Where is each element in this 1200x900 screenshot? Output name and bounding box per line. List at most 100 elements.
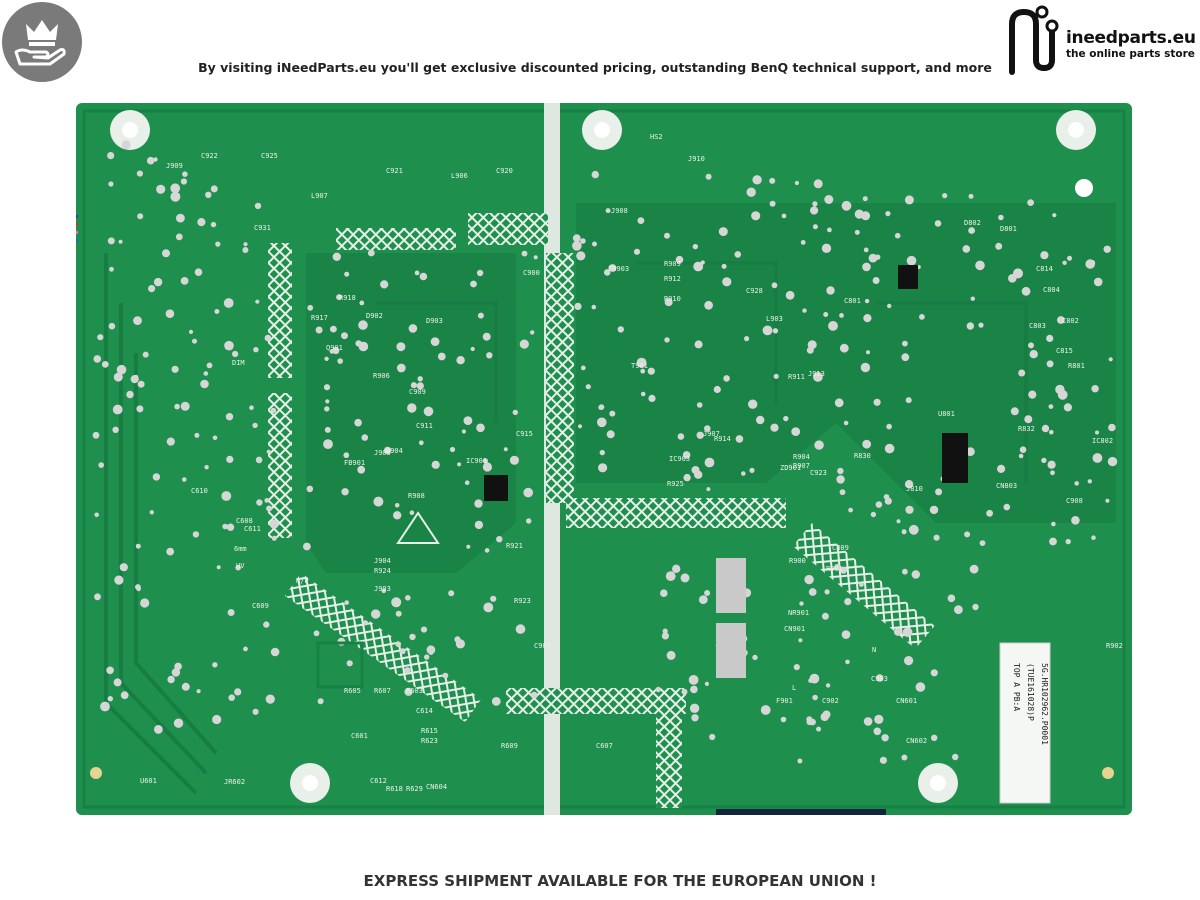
svg-text:R908: R908 (408, 492, 425, 500)
svg-text:C925: C925 (261, 152, 278, 160)
svg-text:5G.HR102962.P0001: 5G.HR102962.P0001 (1040, 663, 1049, 745)
svg-text:C931: C931 (254, 224, 271, 232)
shipping-text: EXPRESS SHIPMENT AVAILABLE FOR THE EUROP… (363, 872, 877, 890)
svg-text:C607: C607 (596, 742, 613, 750)
svg-text:R906: R906 (373, 372, 390, 380)
svg-text:R615: R615 (421, 727, 438, 735)
svg-text:D904: D904 (386, 447, 403, 455)
svg-text:U601: U601 (140, 777, 157, 785)
svg-text:C928: C928 (746, 287, 763, 295)
svg-text:N: N (872, 646, 876, 654)
svg-text:C900: C900 (523, 269, 540, 277)
ineedparts-logo-icon (1009, 5, 1059, 75)
svg-text:R605: R605 (344, 687, 361, 695)
svg-text:J907: J907 (703, 430, 720, 438)
svg-text:R603: R603 (406, 687, 423, 695)
svg-text:TOP A PB:A: TOP A PB:A (1012, 663, 1021, 711)
svg-text:DIM: DIM (232, 359, 245, 367)
svg-text:C804: C804 (1043, 286, 1060, 294)
svg-text:J904: J904 (374, 557, 391, 565)
svg-text:C902: C902 (822, 697, 839, 705)
svg-text:C923: C923 (810, 469, 827, 477)
svg-text:HS2: HS2 (650, 133, 663, 141)
svg-text:CN602: CN602 (906, 737, 927, 745)
svg-text:C611: C611 (244, 525, 261, 533)
board-label-sticker (999, 642, 1051, 804)
svg-text:J910: J910 (688, 155, 705, 163)
svg-text:6mm: 6mm (234, 545, 247, 553)
svg-text:C922: C922 (201, 152, 218, 160)
svg-text:CN901: CN901 (784, 625, 805, 633)
ineedparts-logo[interactable]: ineedparts.eu the online parts store (1004, 4, 1198, 76)
svg-text:R904: R904 (793, 453, 810, 461)
ic-chip (942, 433, 968, 483)
svg-text:L903: L903 (766, 315, 783, 323)
svg-text:R912: R912 (664, 275, 681, 283)
svg-text:NR901: NR901 (788, 609, 809, 617)
svg-text:FB901: FB901 (344, 459, 365, 467)
ic-chip (484, 475, 508, 501)
svg-text:C908: C908 (1066, 497, 1083, 505)
mounting-holes (90, 110, 1114, 803)
svg-text:C909: C909 (409, 388, 426, 396)
svg-text:R918: R918 (339, 294, 356, 302)
svg-text:FB903: FB903 (608, 265, 629, 273)
svg-text:J903: J903 (374, 585, 391, 593)
svg-text:R623: R623 (421, 737, 438, 745)
svg-text:T901: T901 (631, 362, 648, 370)
svg-text:CN601: CN601 (896, 697, 917, 705)
svg-text:R909: R909 (664, 260, 681, 268)
svg-text:R801: R801 (1068, 362, 1085, 370)
svg-text:R902: R902 (1106, 642, 1123, 650)
svg-text:C907: C907 (534, 642, 551, 650)
svg-text:J913: J913 (808, 370, 825, 378)
svg-text:(TUE161028)P: (TUE161028)P (1026, 663, 1035, 721)
svg-text:C601: C601 (351, 732, 368, 740)
svg-text:C610: C610 (191, 487, 208, 495)
svg-text:R911: R911 (788, 373, 805, 381)
svg-text:CN604: CN604 (426, 783, 447, 791)
svg-text:L907: L907 (311, 192, 328, 200)
svg-text:R609: R609 (501, 742, 518, 750)
svg-text:D902: D902 (366, 312, 383, 320)
svg-text:C920: C920 (496, 167, 513, 175)
svg-text:N/P: N/P (296, 577, 309, 585)
ic-chip (898, 265, 918, 289)
svg-text:D802: D802 (964, 219, 981, 227)
svg-text:R924: R924 (374, 567, 391, 575)
crown-hand-logo-icon (2, 2, 82, 82)
svg-text:R832: R832 (1018, 425, 1035, 433)
svg-text:D801: D801 (1000, 225, 1017, 233)
svg-text:C802: C802 (1062, 317, 1079, 325)
svg-text:C915: C915 (516, 430, 533, 438)
svg-text:C809: C809 (832, 544, 849, 552)
svg-text:C614: C614 (416, 707, 433, 715)
svg-text:R830: R830 (854, 452, 871, 460)
svg-text:R923: R923 (514, 597, 531, 605)
svg-text:HV: HV (236, 562, 245, 570)
svg-text:C903: C903 (871, 675, 888, 683)
svg-text:R925: R925 (667, 480, 684, 488)
svg-text:J905: J905 (374, 449, 391, 457)
svg-text:JR602: JR602 (224, 778, 245, 786)
svg-text:C803: C803 (1029, 322, 1046, 330)
svg-text:R618: R618 (386, 785, 403, 793)
svg-text:C612: C612 (370, 777, 387, 785)
svg-text:IC903: IC903 (669, 455, 690, 463)
svg-text:J810: J810 (906, 485, 923, 493)
svg-text:R910: R910 (664, 295, 681, 303)
svg-text:F901: F901 (776, 697, 793, 705)
svg-text:J909: J909 (166, 162, 183, 170)
svg-text:C921: C921 (386, 167, 403, 175)
svg-text:U801: U801 (938, 410, 955, 418)
svg-text:C814: C814 (1036, 265, 1053, 273)
svg-text:C609: C609 (252, 602, 269, 610)
svg-text:C911: C911 (416, 422, 433, 430)
svg-text:D903: D903 (426, 317, 443, 325)
svg-text:R921: R921 (506, 542, 523, 550)
svg-text:J908: J908 (611, 207, 628, 215)
brand-name: ineedparts.eu (1066, 28, 1196, 48)
svg-text:L: L (792, 684, 796, 692)
